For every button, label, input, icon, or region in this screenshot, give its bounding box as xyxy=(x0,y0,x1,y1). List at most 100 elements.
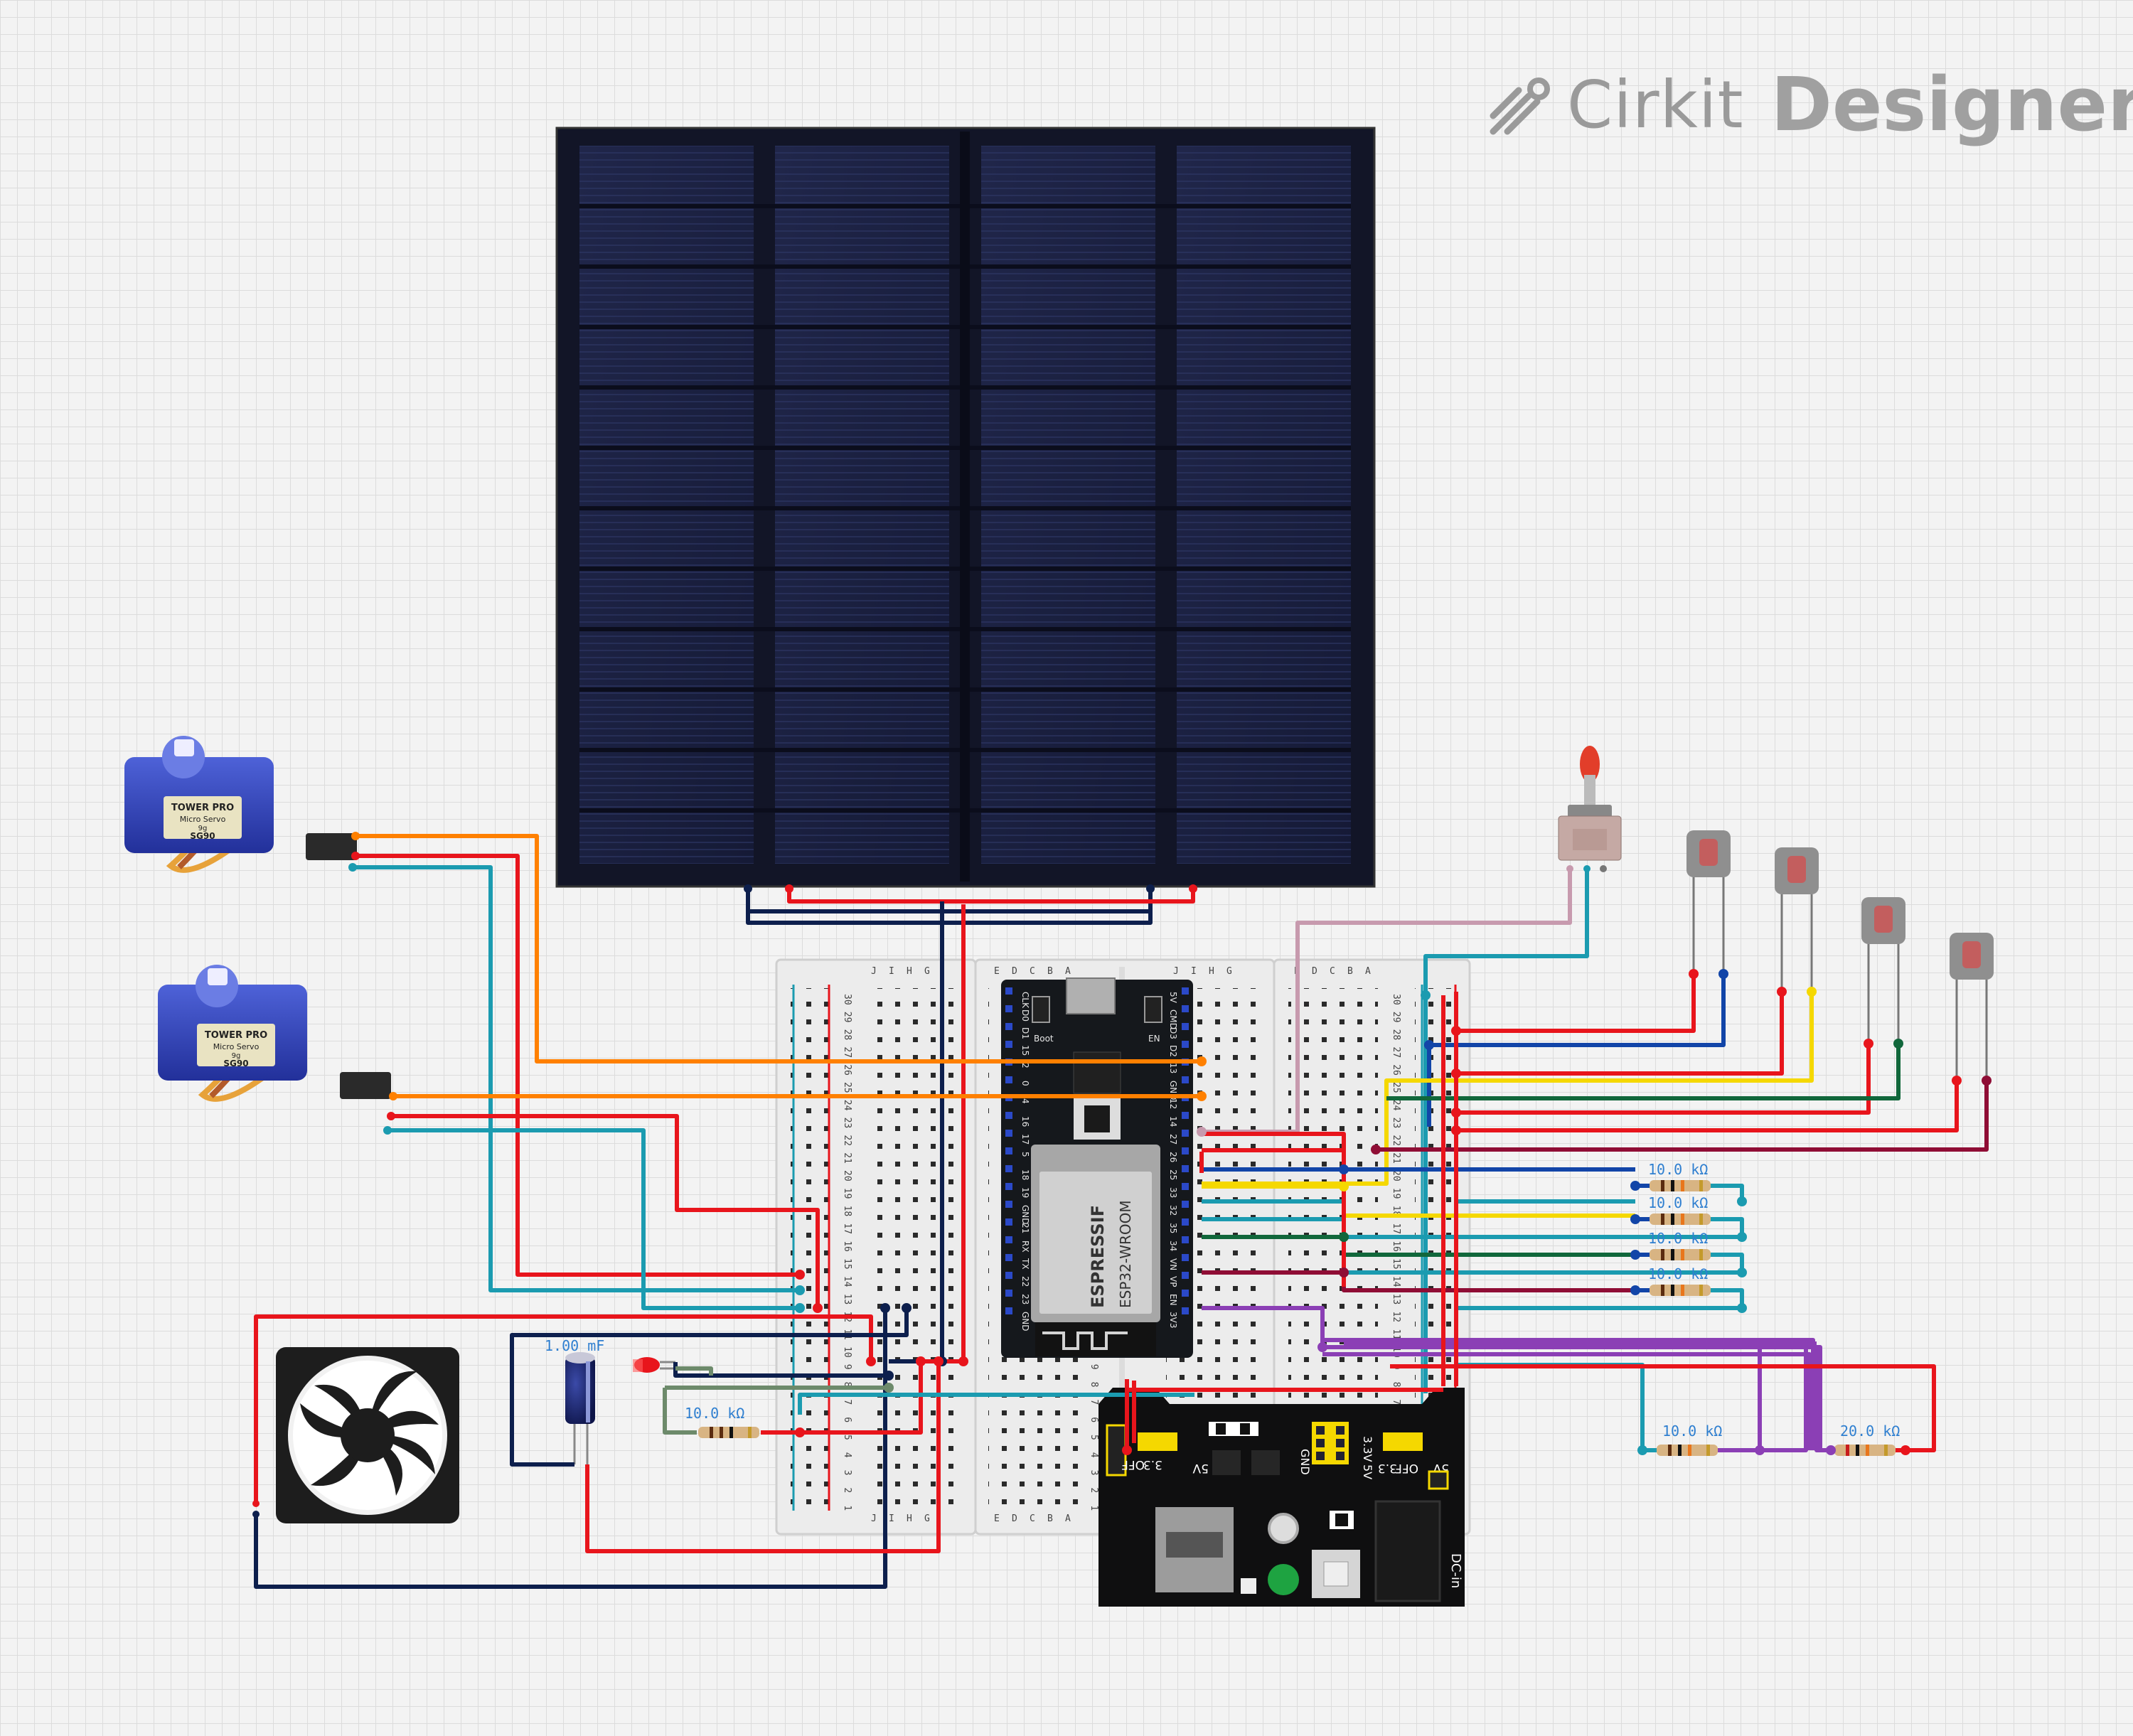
esp32-right-pin[interactable] xyxy=(1182,1165,1189,1172)
wire-endpoint[interactable] xyxy=(902,1303,912,1313)
wire-endpoint[interactable] xyxy=(1197,1056,1207,1066)
wire-endpoint[interactable] xyxy=(1197,1127,1207,1137)
wire-endpoint[interactable] xyxy=(884,1383,894,1393)
servo-2-connector[interactable] xyxy=(340,1072,391,1099)
wire-endpoint[interactable] xyxy=(1826,1445,1836,1455)
esp32-left-pin[interactable] xyxy=(1005,1254,1012,1261)
wire-endpoint[interactable] xyxy=(958,1356,968,1366)
breadboard-column-label: A xyxy=(1065,966,1071,977)
wire-endpoint[interactable] xyxy=(1630,1214,1640,1224)
breadboard-column-label: I xyxy=(889,966,894,977)
wire-endpoint[interactable] xyxy=(934,1356,943,1366)
esp32-left-pin[interactable] xyxy=(1005,1112,1012,1119)
esp32-right-pin[interactable] xyxy=(1182,1236,1189,1243)
esp32-left-pin[interactable] xyxy=(1005,1023,1012,1030)
esp32-right-pin[interactable] xyxy=(1182,1218,1189,1226)
wire-endpoint[interactable] xyxy=(1637,1445,1647,1455)
wire-endpoint[interactable] xyxy=(813,1303,823,1313)
usb-port[interactable] xyxy=(1066,977,1116,1014)
wire-endpoint[interactable] xyxy=(1451,1068,1461,1078)
dc-jack[interactable] xyxy=(1374,1500,1441,1602)
wire-endpoint[interactable] xyxy=(1122,1445,1132,1455)
breadboard-column-label: D xyxy=(1012,966,1017,977)
breadboard-row-label: 23 xyxy=(1391,1118,1401,1129)
esp32-left-pin[interactable] xyxy=(1005,1005,1012,1012)
esp32-left-pin[interactable] xyxy=(1005,1272,1012,1279)
wire-endpoint[interactable] xyxy=(1197,1091,1207,1101)
wire-endpoint[interactable] xyxy=(1737,1232,1747,1242)
wire-endpoint[interactable] xyxy=(1371,1145,1381,1154)
wire-endpoint[interactable] xyxy=(1952,1076,1962,1086)
esp32-left-pin[interactable] xyxy=(1005,1218,1012,1226)
wire-endpoint[interactable] xyxy=(1901,1445,1910,1455)
esp32-right-pin[interactable] xyxy=(1182,1254,1189,1261)
esp32-right-pin[interactable] xyxy=(1182,1112,1189,1119)
wire-endpoint[interactable] xyxy=(795,1303,805,1313)
esp32-right-pin[interactable] xyxy=(1182,1041,1189,1048)
esp32-left-pin[interactable] xyxy=(1005,1201,1012,1208)
wire-endpoint[interactable] xyxy=(795,1427,805,1437)
wire-endpoint[interactable] xyxy=(1451,1125,1461,1135)
esp32-left-pin[interactable] xyxy=(1005,1290,1012,1297)
wire-endpoint[interactable] xyxy=(1630,1250,1640,1260)
wire-endpoint[interactable] xyxy=(1737,1196,1747,1206)
esp32-right-pin[interactable] xyxy=(1182,1005,1189,1012)
wire-endpoint[interactable] xyxy=(1737,1303,1747,1313)
wire-endpoint[interactable] xyxy=(1451,1108,1461,1118)
breadboard-row-label: 17 xyxy=(1391,1223,1401,1234)
wire-endpoint[interactable] xyxy=(1807,987,1817,997)
wire-endpoint[interactable] xyxy=(1421,990,1431,1000)
esp32-right-pin[interactable] xyxy=(1182,1130,1189,1137)
wire-endpoint[interactable] xyxy=(1893,1039,1903,1049)
wire-endpoint[interactable] xyxy=(884,1371,894,1381)
wire-endpoint[interactable] xyxy=(1982,1076,1992,1086)
wire-endpoint[interactable] xyxy=(1864,1039,1873,1049)
esp32-left-pin[interactable] xyxy=(1005,987,1012,995)
esp32-right-pin[interactable] xyxy=(1182,987,1189,995)
esp32-right-pin[interactable] xyxy=(1182,1076,1189,1083)
esp32-left-pin-label: CLK xyxy=(1020,992,1030,1009)
esp32-right-pin[interactable] xyxy=(1182,1147,1189,1154)
wire-endpoint[interactable] xyxy=(1755,1445,1765,1455)
wire-endpoint[interactable] xyxy=(1630,1285,1640,1295)
wire-endpoint[interactable] xyxy=(1689,969,1699,979)
esp32-right-pin[interactable] xyxy=(1182,1201,1189,1208)
esp32-right-pin-label: CMD xyxy=(1168,1009,1178,1029)
wire-endpoint[interactable] xyxy=(1630,1181,1640,1191)
en-button[interactable] xyxy=(1144,996,1162,1023)
esp32-right-pin[interactable] xyxy=(1182,1272,1189,1279)
breadboard-row-label: 30 xyxy=(1391,994,1401,1005)
wire-endpoint[interactable] xyxy=(795,1270,805,1280)
wire-endpoint[interactable] xyxy=(1718,969,1728,979)
esp32-left-pin[interactable] xyxy=(1005,1307,1012,1314)
esp32-right-pin[interactable] xyxy=(1182,1023,1189,1030)
wire-endpoint[interactable] xyxy=(1317,1342,1327,1352)
wire-endpoint[interactable] xyxy=(1339,1164,1349,1174)
esp32-right-pin[interactable] xyxy=(1182,1290,1189,1297)
wire-endpoint[interactable] xyxy=(1424,1040,1434,1050)
wire-endpoint[interactable] xyxy=(1339,1232,1349,1242)
boot-button[interactable] xyxy=(1032,996,1050,1023)
wire-endpoint[interactable] xyxy=(916,1356,926,1366)
wire-endpoint[interactable] xyxy=(880,1303,890,1313)
esp32-left-pin[interactable] xyxy=(1005,1076,1012,1083)
wire-endpoint[interactable] xyxy=(1737,1268,1747,1277)
esp32-left-pin[interactable] xyxy=(1005,1147,1012,1154)
wire-endpoint[interactable] xyxy=(1451,1026,1461,1036)
right-voltage-jumper[interactable] xyxy=(1383,1432,1423,1451)
esp32-left-pin[interactable] xyxy=(1005,1041,1012,1048)
esp32-left-pin[interactable] xyxy=(1005,1183,1012,1190)
esp32-right-pin[interactable] xyxy=(1182,1307,1189,1314)
esp32-left-pin[interactable] xyxy=(1005,1236,1012,1243)
wire-endpoint[interactable] xyxy=(1777,987,1787,997)
wire-endpoint[interactable] xyxy=(866,1356,876,1366)
servo-1-connector[interactable] xyxy=(306,833,357,860)
toggle-switch[interactable] xyxy=(1558,746,1622,872)
wire-endpoint[interactable] xyxy=(1339,1268,1349,1277)
esp32-left-pin[interactable] xyxy=(1005,1165,1012,1172)
wire-endpoint[interactable] xyxy=(1339,1182,1349,1191)
esp32-left-pin[interactable] xyxy=(1005,1130,1012,1137)
wire-endpoint[interactable] xyxy=(795,1285,805,1295)
esp32-right-pin[interactable] xyxy=(1182,1183,1189,1190)
left-voltage-jumper[interactable] xyxy=(1138,1432,1177,1451)
